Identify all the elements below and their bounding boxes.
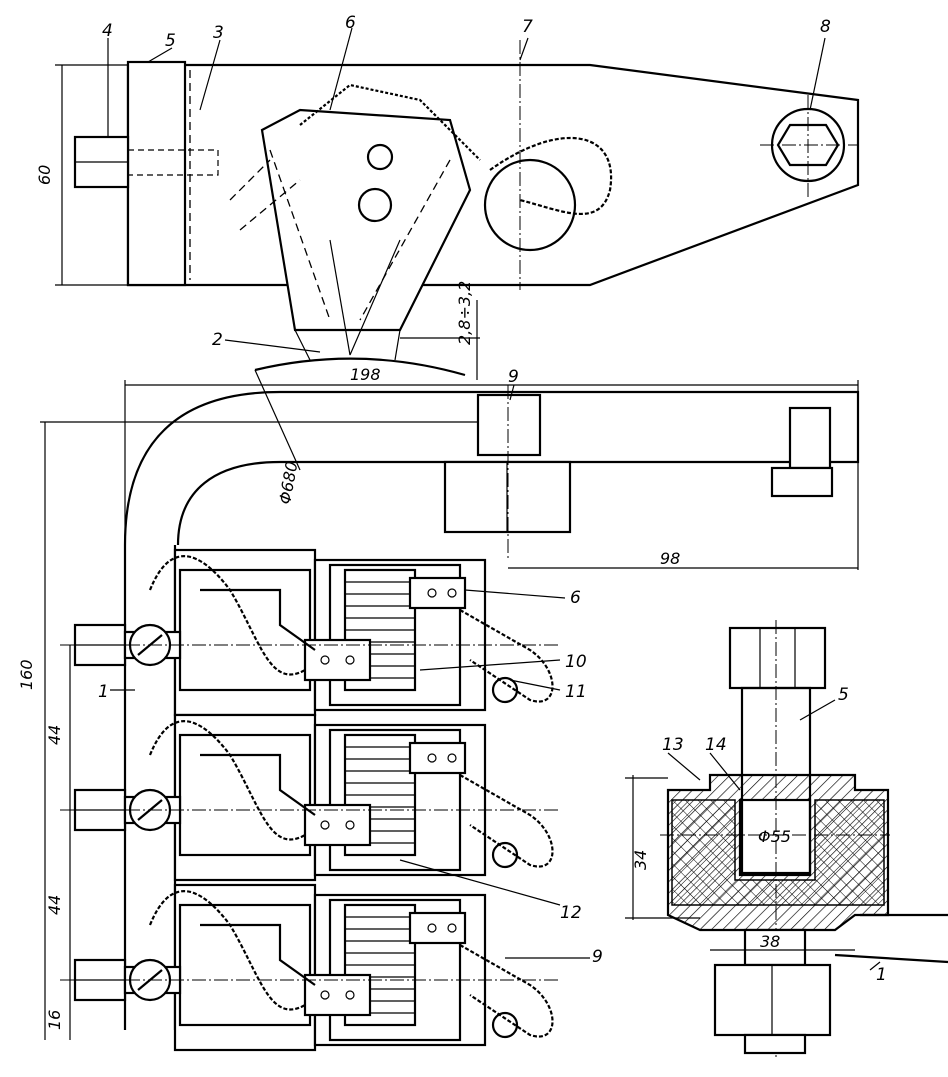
dim-198: 198 [350, 365, 381, 384]
callout-6-top: 6 [345, 13, 356, 33]
dim-38: 38 [760, 932, 780, 951]
bolt-5-head [728, 626, 827, 690]
dim-gap: 2,8÷3,2 [455, 281, 474, 345]
bracket [260, 108, 472, 332]
section-view: 34 Φ55 38 [625, 620, 948, 1060]
callout-12: 12 [560, 903, 582, 923]
callout-6: 6 [570, 588, 581, 608]
callout-5: 5 [165, 31, 176, 51]
callout-7: 7 [522, 17, 533, 37]
dim-16: 16 [45, 1010, 64, 1030]
callout-10: 10 [565, 652, 587, 672]
arc-2 [254, 357, 466, 377]
leader-lines [107, 27, 881, 971]
callout-8: 8 [820, 17, 831, 37]
dim-98: 98 [660, 549, 680, 568]
dim-34: 34 [631, 850, 650, 870]
dim-60: 60 [35, 165, 54, 185]
callout-13: 13 [662, 735, 684, 755]
roller-7 [483, 158, 577, 252]
top-body-outline [126, 63, 860, 287]
callout-2: 2 [212, 330, 223, 350]
callout-9-top: 9 [508, 367, 519, 387]
clamp-plate [126, 60, 187, 287]
rubber-insert-13 [671, 799, 885, 906]
callout-3: 3 [213, 23, 224, 43]
dim-bore: Φ55 [758, 827, 791, 846]
callout-1: 1 [98, 682, 109, 702]
bracket-1 [123, 390, 860, 546]
callout-4: 4 [102, 21, 113, 41]
dim-radius: Φ680 [275, 460, 301, 506]
callout-14: 14 [705, 735, 727, 755]
front-view: 198 98 Φ680 160 44 44 16 [17, 365, 860, 1052]
dim-44a: 44 [45, 725, 64, 745]
stud-9 [476, 393, 542, 457]
callout-9: 9 [592, 947, 603, 967]
callout-11: 11 [565, 682, 587, 702]
callout-5-section: 5 [838, 685, 849, 705]
callouts: 4 5 3 6 7 8 2 9 6 10 11 1 12 9 13 14 5 1 [98, 13, 887, 985]
dim-160: 160 [17, 659, 36, 690]
callout-1-section: 1 [876, 965, 887, 985]
top-view: 60 2,8÷3,2 [35, 40, 860, 380]
dim-44b: 44 [45, 895, 64, 915]
